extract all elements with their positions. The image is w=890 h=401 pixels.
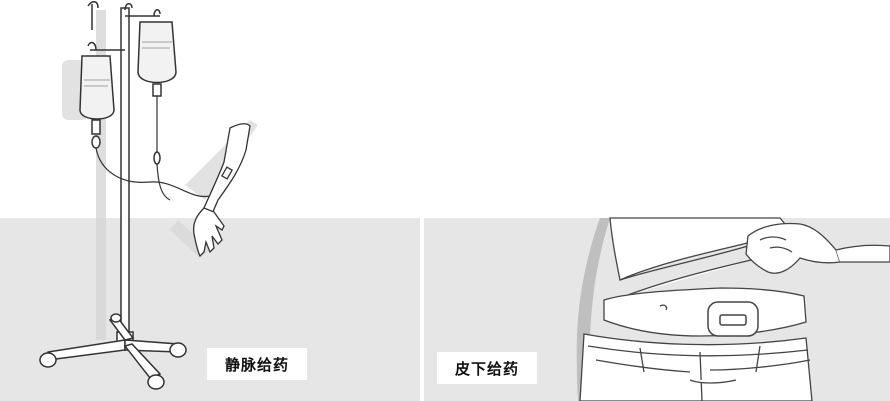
hand <box>745 222 890 274</box>
iv-bag-left <box>79 55 115 149</box>
patient-arm <box>192 123 251 258</box>
belly <box>603 287 807 337</box>
iv-base <box>47 317 179 379</box>
iv-wheels <box>39 313 187 390</box>
iv-bag-right <box>137 21 177 165</box>
shirt <box>609 217 792 296</box>
panel-divider <box>420 218 424 401</box>
medical-device <box>707 301 759 337</box>
intravenous-label: 静脉给药 <box>207 348 307 380</box>
subcutaneous-label: 皮下给药 <box>437 352 537 384</box>
iv-hooks <box>87 1 161 51</box>
jeans <box>579 333 813 401</box>
